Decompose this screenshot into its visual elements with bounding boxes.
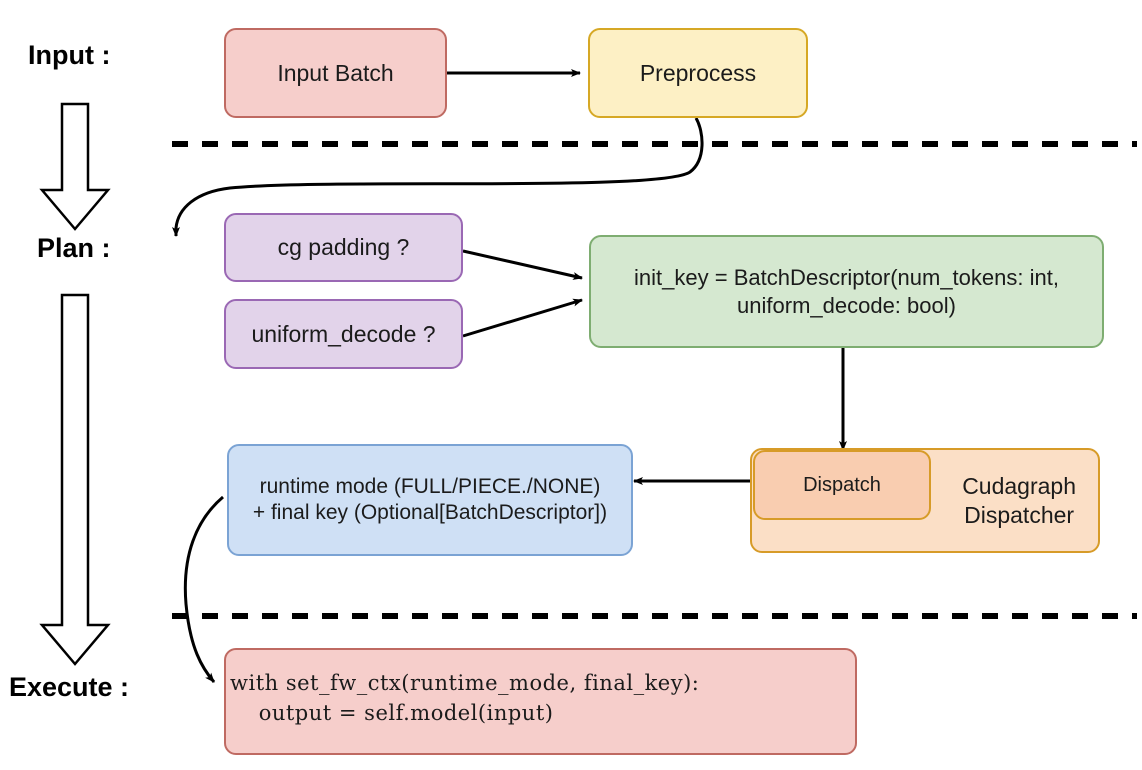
uniform-decode-to-init-key-arrow xyxy=(462,298,583,338)
node-dispatch[interactable]: Dispatch xyxy=(753,450,931,520)
node-uniform-decode[interactable]: uniform_decode ? xyxy=(224,299,463,369)
plan-to-execute-block-arrow xyxy=(39,293,111,666)
cg-padding-to-init-key-arrow xyxy=(462,249,583,280)
node-preprocess[interactable]: Preprocess xyxy=(588,28,808,118)
node-cg-padding[interactable]: cg padding ? xyxy=(224,213,463,282)
stage-label-input: Input : xyxy=(28,40,111,70)
input-to-plan-block-arrow xyxy=(39,102,111,231)
node-code-block[interactable]: with set_fw_ctx(runtime_mode, final_key)… xyxy=(224,648,857,755)
node-init-key[interactable]: init_key = BatchDescriptor(num_tokens: i… xyxy=(589,235,1104,348)
stage-label-execute: Execute : xyxy=(9,672,130,702)
runtime-mode-to-code-block-arrow xyxy=(183,495,224,683)
stage-label-plan: Plan : xyxy=(37,233,111,263)
code-block-text: with set_fw_ctx(runtime_mode, final_key)… xyxy=(230,671,700,726)
node-input-batch[interactable]: Input Batch xyxy=(224,28,447,118)
node-runtime-mode[interactable]: runtime mode (FULL/PIECE./NONE) + final … xyxy=(227,444,633,556)
